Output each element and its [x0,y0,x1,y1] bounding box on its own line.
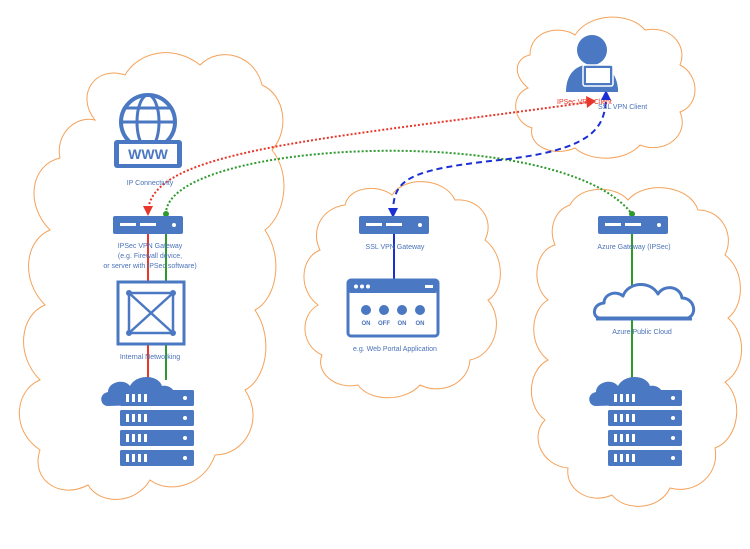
ssl-arrow-client [601,90,611,100]
ssl-gateway-icon [359,216,429,234]
web-portal-label: e.g. Web Portal Application [353,346,437,353]
ipsec-gateway-label-2: (e.g. Firewall device, [118,253,182,260]
azure-server-stack-icon [589,377,682,466]
site-to-site-tunnel [164,149,633,215]
toggle-label-3: ON [398,321,407,327]
ipsec-arrow-client [586,96,596,108]
tunnel-endpoint-onprem [163,211,169,217]
ip-connectivity-label: IP Connectivity [127,180,174,187]
azure-gateway-label: Azure Gateway (IPSec) [597,244,670,251]
network-switch-icon [116,280,186,346]
globe-www-icon [114,93,182,168]
ssl-gateway-label: SSL VPN Gateway [366,244,425,251]
ipsec-client-label: IPSec VPN Client [557,99,612,106]
azure-public-cloud-label: Azure Public Cloud [612,329,672,336]
user-laptop-icon [566,35,618,92]
ssl-site-cloud-outline [303,181,501,399]
ipsec-gateway-label-3: or server with IPSec software) [103,263,196,270]
ipsec-client-tunnel [147,101,591,213]
www-text: WWW [128,146,168,162]
tunnel-endpoint-azure [629,211,635,217]
azure-gateway-icon [598,216,668,234]
toggle-label-4: ON [416,321,425,327]
azure-cloud-outline [531,187,742,507]
client-cloud-outline [515,16,696,159]
ssl-client-tunnel [392,97,607,215]
toggle-label-2: OFF [378,321,390,327]
onprem-server-stack-icon [101,377,194,466]
ipsec-gateway-label-1: IPSec VPN Gateway [118,243,183,250]
internal-networking-label: Internal Networking [120,354,180,361]
ssl-arrow-gateway [388,208,398,218]
web-portal-app-icon [346,278,440,338]
ssl-client-label: SSL VPN Client [598,104,647,111]
toggle-label-1: ON [362,321,371,327]
azure-cloud-icon [593,283,696,320]
onprem-cloud-outline [18,52,285,500]
ipsec-gateway-icon [113,216,183,234]
ipsec-arrow-gateway [143,206,153,216]
